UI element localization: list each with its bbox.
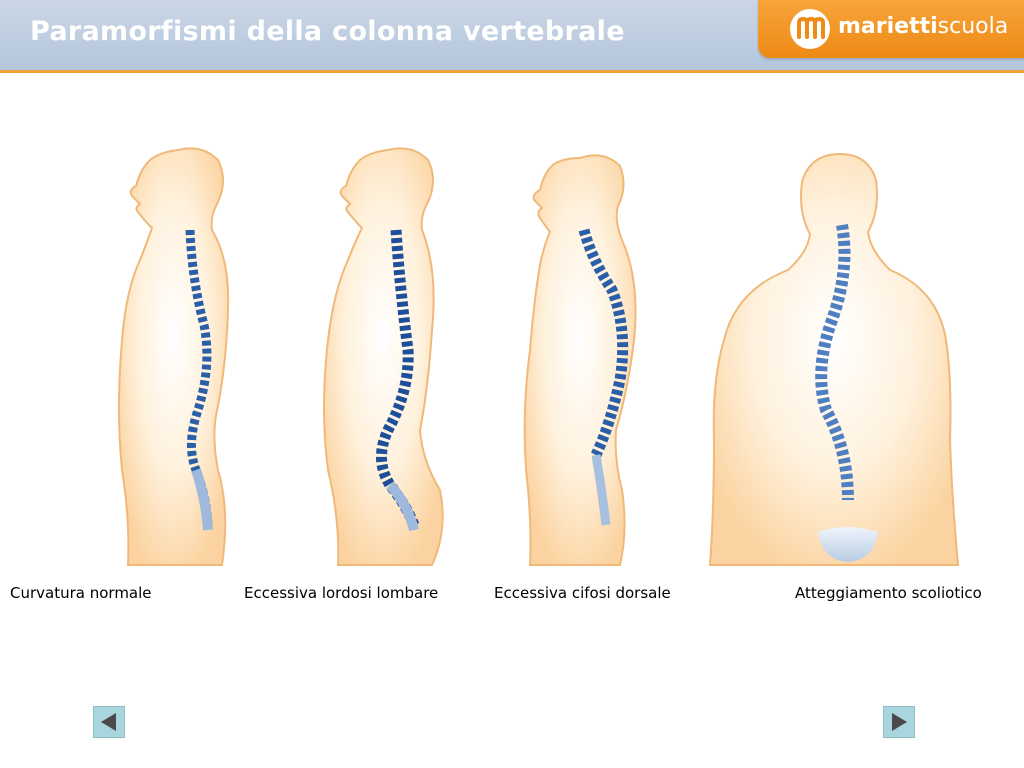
brand-name: mariettiscuola <box>838 14 1008 39</box>
spine-vertebrae <box>578 228 629 526</box>
figure-normal-curvature-icon <box>118 147 230 566</box>
header-bar: Paramorfismi della colonna vertebrale ma… <box>0 0 1024 70</box>
triangle-right-icon <box>892 713 907 731</box>
brand-name-light: scuola <box>937 14 1009 39</box>
caption-lumbar-lordosis: Eccessiva lordosi lombare <box>244 584 439 602</box>
triangle-left-icon <box>101 713 116 731</box>
spine-illustrations <box>118 147 960 566</box>
page-title: Paramorfismi della colonna vertebrale <box>30 16 625 47</box>
brand-mark-icon <box>790 9 830 49</box>
spine-vertebrae <box>815 223 878 562</box>
caption-dorsal-kyphosis: Eccessiva cifosi dorsale <box>494 584 671 602</box>
figure-scoliosis-icon <box>708 152 960 566</box>
figure-dorsal-kyphosis-icon <box>523 154 637 566</box>
spine-vertebrae <box>376 229 420 532</box>
caption-scoliosis: Atteggiamento scoliotico <box>795 584 982 602</box>
brand-logo: mariettiscuola <box>758 0 1024 58</box>
next-slide-button[interactable] <box>883 706 915 738</box>
figure-lumbar-lordosis-icon <box>323 147 444 566</box>
previous-slide-button[interactable] <box>93 706 125 738</box>
caption-normal-curvature: Curvatura normale <box>10 584 152 602</box>
spine-vertebrae <box>185 229 213 531</box>
header-divider <box>0 70 1024 73</box>
brand-name-bold: marietti <box>838 14 938 39</box>
